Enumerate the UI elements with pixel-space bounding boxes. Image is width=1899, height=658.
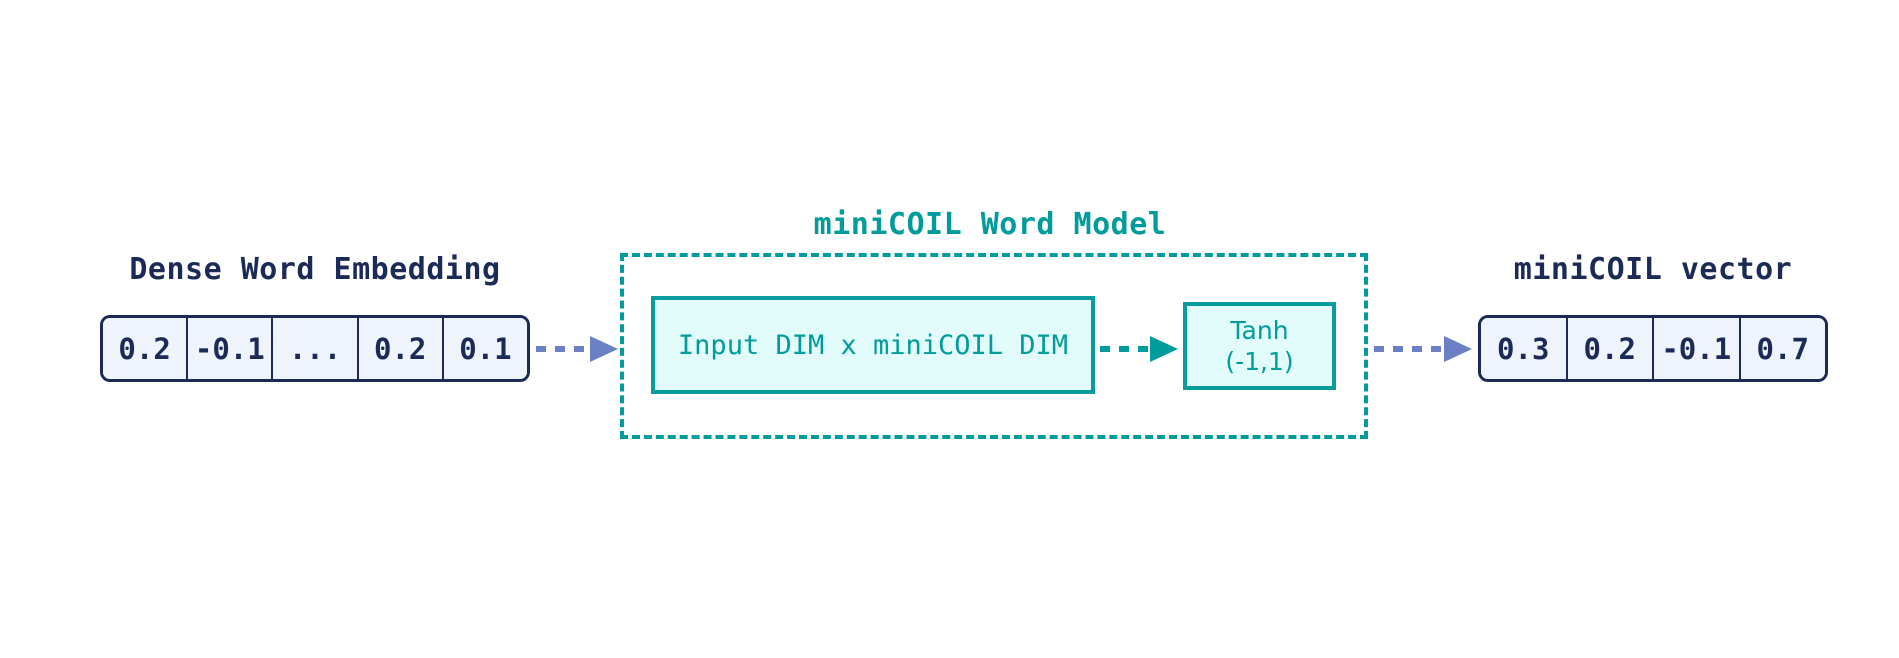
input-vector-cell: 0.2: [358, 318, 444, 379]
output-vector-cell: 0.2: [1567, 318, 1654, 379]
tanh-label: Tanh: [1230, 315, 1289, 345]
input-vector-cell: 0.2: [103, 318, 189, 379]
output-vector-label: miniCOIL vector: [1513, 252, 1793, 287]
model-title: miniCOIL Word Model: [813, 207, 1167, 242]
arrow-model-to-output: [1374, 336, 1472, 362]
input-vector-cell: 0.1: [443, 318, 527, 379]
output-vector-cell: 0.7: [1740, 318, 1825, 379]
input-vector-cell: -0.1: [188, 318, 274, 379]
linear-layer-label: Input DIM x miniCOIL DIM: [677, 329, 1069, 361]
input-vector-label: Dense Word Embedding: [129, 252, 501, 287]
model-container: [620, 253, 1368, 439]
output-vector-cell: -0.1: [1654, 318, 1741, 379]
tanh-range-label: (-1,1): [1225, 347, 1294, 376]
input-vector-cell: ...: [273, 318, 359, 379]
tanh-activation-box: Tanh (-1,1): [1183, 302, 1336, 390]
arrow-linear-to-tanh: [1100, 336, 1178, 362]
linear-layer-box: Input DIM x miniCOIL DIM: [651, 296, 1095, 394]
arrow-input-to-model: [536, 336, 618, 362]
output-vector-cell: 0.3: [1481, 318, 1568, 379]
